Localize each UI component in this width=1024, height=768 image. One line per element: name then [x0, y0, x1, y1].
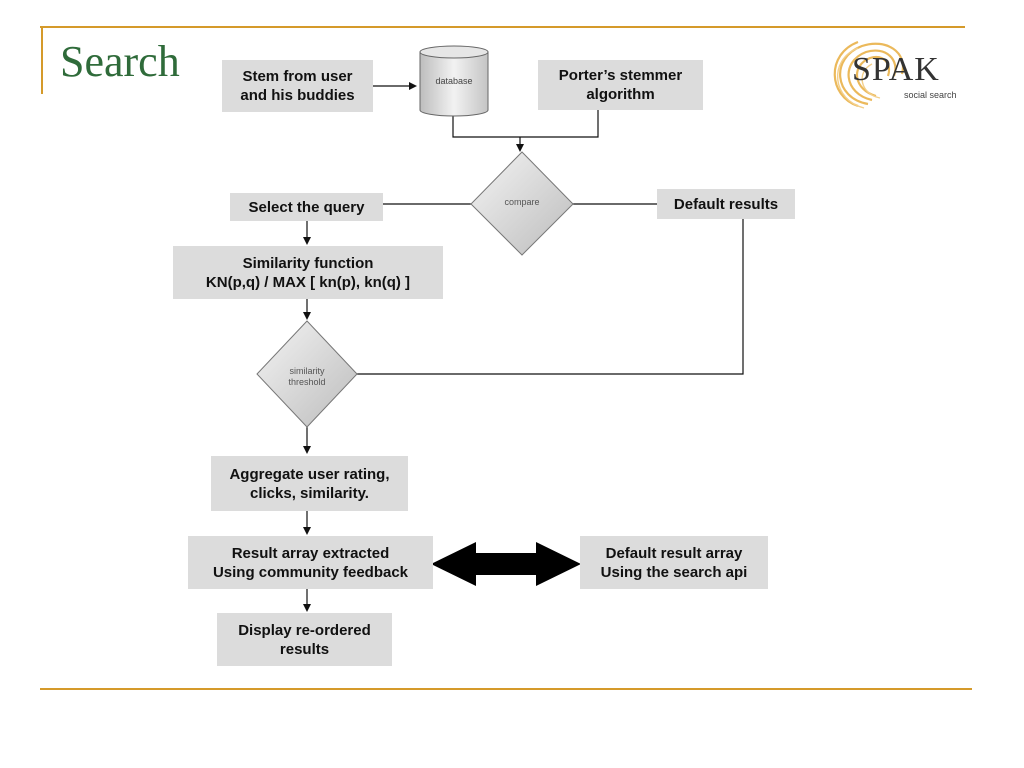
bidirectional-arrow-icon	[431, 542, 581, 586]
stem-from-user-box: Stem from user and his buddies	[222, 60, 373, 112]
aggregate-box: Aggregate user rating, clicks, similarit…	[211, 456, 408, 511]
porters-stemmer-box: Porter’s stemmer algorithm	[538, 60, 703, 110]
edge-database-merge	[452, 114, 520, 138]
threshold-diamond	[256, 320, 358, 428]
logo-brand: SPAK	[852, 51, 940, 88]
database-icon	[419, 45, 489, 117]
slide-title: Search	[60, 37, 180, 86]
edge-porter-merge	[520, 110, 599, 138]
edge-default-threshold	[357, 219, 744, 375]
swirl-logo-icon	[833, 40, 905, 109]
top-rule	[40, 26, 965, 28]
similarity-threshold-label: similarity threshold	[288, 366, 326, 387]
left-rule	[41, 26, 43, 94]
compare-diamond	[470, 151, 574, 256]
default-results-box: Default results	[657, 189, 795, 219]
result-array-box: Result array extracted Using community f…	[188, 536, 433, 589]
bottom-rule	[40, 688, 972, 690]
compare-label: compare	[504, 197, 540, 207]
database-label: database	[435, 76, 473, 86]
default-result-array-box: Default result array Using the search ap…	[580, 536, 768, 589]
display-results-box: Display re-ordered results	[217, 613, 392, 666]
select-query-box: Select the query	[230, 193, 383, 221]
similarity-function-box: Similarity function KN(p,q) / MAX [ kn(p…	[173, 246, 443, 299]
logo-tagline: social search	[904, 90, 957, 100]
